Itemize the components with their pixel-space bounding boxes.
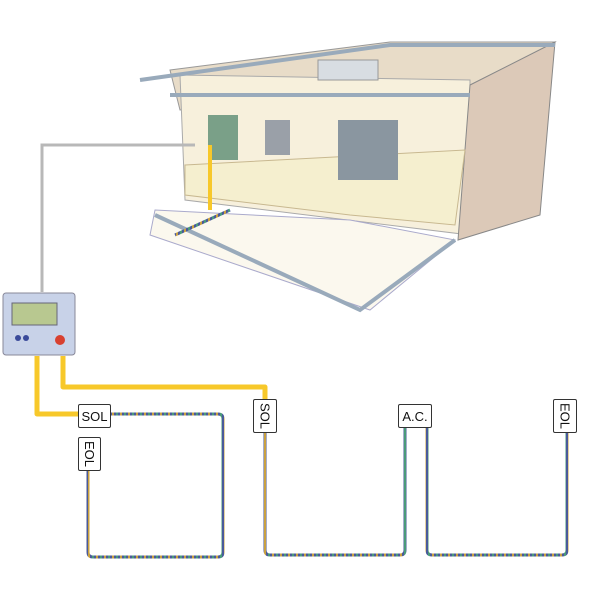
sensing-cable-zone2a [263,428,407,557]
sol-label-zone2: SOL [253,399,277,433]
sensing-cable-zone2b [425,428,569,557]
eol-label-zone1: EOL [78,437,101,471]
feed-cable-zone2 [60,356,268,400]
building-cutaway [139,41,557,313]
controller-panel-icon [2,292,76,356]
feed-cable-zone1 [34,356,78,417]
signal-cable [40,143,195,292]
sensing-cable-zone1 [86,412,225,559]
ac-connector-label: A.C. [398,404,432,428]
eol-label-zone2: EOL [553,399,577,433]
sol-label-zone1: SOL [78,404,111,428]
